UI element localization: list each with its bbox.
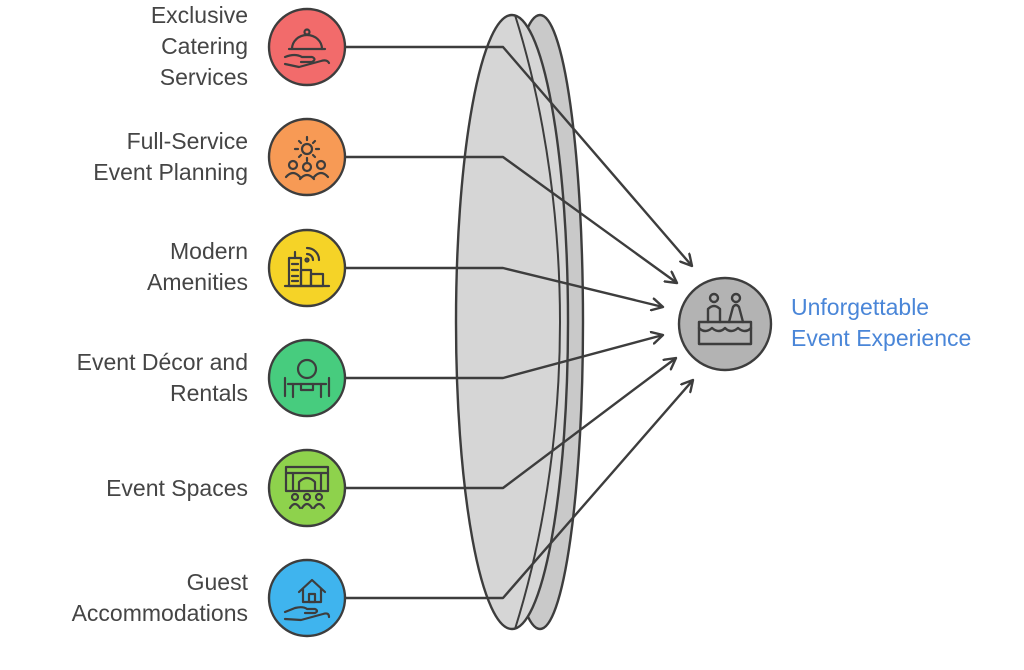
label-line: Unforgettable bbox=[791, 294, 930, 320]
icon-stroke bbox=[307, 592, 317, 604]
icon-stroke bbox=[305, 246, 321, 262]
icon-stroke bbox=[293, 135, 321, 163]
label-line: Catering bbox=[161, 33, 248, 59]
icon-stroke bbox=[302, 492, 312, 502]
input-node bbox=[267, 228, 347, 308]
label-line: Accommodations bbox=[71, 600, 248, 626]
input-label-amenities: Modern Amenities bbox=[147, 236, 248, 298]
input-label-catering: Exclusive Catering Services bbox=[151, 0, 248, 93]
connector-arrow bbox=[345, 335, 663, 380]
icon-stroke bbox=[284, 471, 330, 493]
input-node-circle bbox=[267, 7, 347, 87]
input-node bbox=[267, 448, 347, 528]
icon-stroke bbox=[290, 492, 300, 502]
input-node bbox=[267, 117, 347, 197]
input-node bbox=[267, 7, 347, 87]
icon-stroke bbox=[283, 606, 331, 622]
icon-stroke bbox=[303, 28, 311, 36]
outcome-node bbox=[677, 276, 773, 372]
outcome-circle bbox=[677, 276, 773, 372]
input-node bbox=[267, 338, 347, 418]
outcome-label: Unforgettable Event Experience bbox=[791, 292, 971, 354]
input-node bbox=[267, 558, 347, 638]
planning-team-icon bbox=[284, 135, 330, 181]
label-line: Rentals bbox=[170, 380, 248, 406]
icon-stroke bbox=[290, 262, 300, 283]
venue-stage-icon bbox=[284, 465, 330, 510]
icon-stroke bbox=[284, 171, 330, 181]
connector-group bbox=[345, 45, 693, 600]
connector-arrow bbox=[345, 358, 676, 490]
icon-stroke bbox=[288, 502, 326, 510]
table-decor-icon bbox=[283, 358, 331, 399]
icon-stroke bbox=[284, 465, 330, 493]
connector-arrow bbox=[345, 45, 692, 266]
icon-stroke bbox=[300, 142, 314, 156]
lens-inner-edge bbox=[514, 14, 562, 630]
label-line: Exclusive bbox=[150, 2, 248, 28]
input-node-circle bbox=[267, 448, 347, 528]
icon-stroke bbox=[304, 257, 310, 263]
label-line: Full-Service bbox=[126, 128, 248, 154]
house-hand-icon bbox=[283, 578, 331, 622]
input-node-group bbox=[267, 7, 347, 638]
icon-stroke bbox=[283, 376, 331, 398]
converging-lens bbox=[454, 13, 585, 631]
icon-stroke bbox=[301, 161, 313, 173]
input-label-spaces: Event Spaces bbox=[106, 473, 248, 504]
label-line: Amenities bbox=[147, 269, 248, 295]
wedding-cake-icon bbox=[697, 292, 753, 346]
label-line: Guest bbox=[186, 569, 248, 595]
label-line: Modern bbox=[170, 238, 248, 264]
building-wifi-icon bbox=[283, 246, 331, 288]
label-line: Event Décor and bbox=[76, 349, 248, 375]
input-node-circle bbox=[267, 558, 347, 638]
icon-stroke bbox=[315, 159, 327, 171]
input-label-decor: Event Décor and Rentals bbox=[77, 347, 248, 409]
icon-stroke bbox=[314, 492, 324, 502]
icon-stroke bbox=[291, 382, 323, 399]
label-line: Event Planning bbox=[93, 159, 248, 185]
icon-stroke bbox=[283, 53, 331, 69]
label-line: Services bbox=[159, 64, 248, 90]
label-line: Event Spaces bbox=[106, 475, 248, 501]
icon-stroke bbox=[296, 358, 318, 380]
connector-arrow bbox=[345, 266, 663, 307]
icon-stroke bbox=[287, 159, 299, 171]
cloche-icon bbox=[283, 28, 331, 69]
connector-arrow bbox=[345, 380, 693, 600]
input-node-circle bbox=[267, 228, 347, 308]
input-label-planning: Full-Service Event Planning bbox=[93, 126, 248, 188]
label-line: Event Experience bbox=[791, 325, 972, 351]
lens-front-face bbox=[454, 13, 570, 631]
connector-arrow bbox=[345, 155, 677, 283]
input-label-accommodations: Guest Accommodations bbox=[72, 567, 248, 629]
